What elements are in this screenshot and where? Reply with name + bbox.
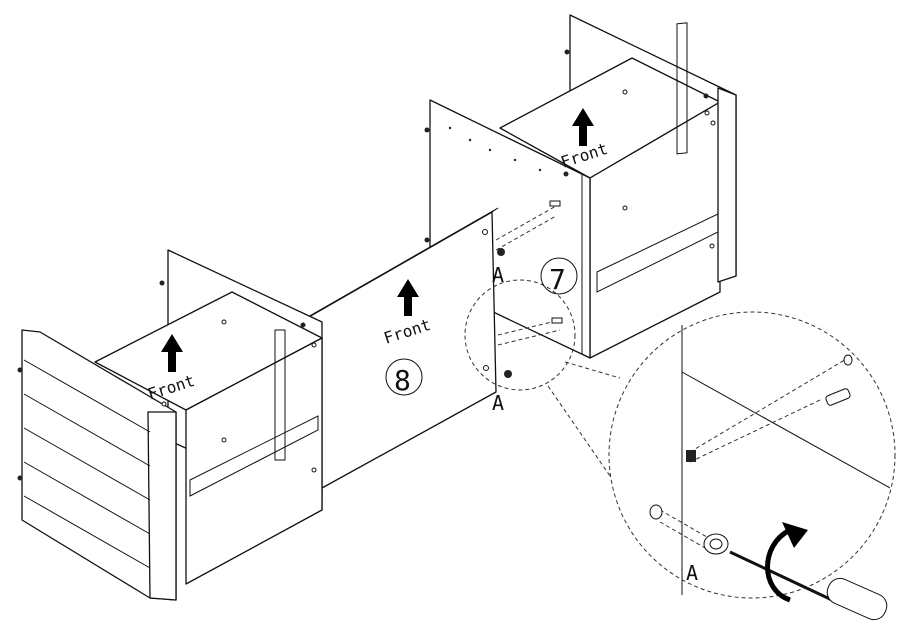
- left-drawer-slide: [274, 329, 286, 461]
- dowel-icon: [549, 200, 563, 324]
- zoom-source-circle: [464, 279, 576, 391]
- screwdriver-icon: [729, 550, 888, 621]
- step-8-circle: [385, 358, 423, 396]
- rotate-arrow-icon: [765, 527, 792, 603]
- cam-lock-icon: [703, 533, 729, 555]
- up-arrow-icon: [161, 334, 183, 372]
- step-7-number: 7: [549, 263, 566, 296]
- step-7-circle: [540, 257, 578, 295]
- right-drawer-slide: [676, 22, 688, 155]
- left-cabinet: [94, 249, 323, 585]
- detail-view: [608, 311, 896, 621]
- step-8-number: 8: [394, 364, 411, 397]
- detail-circle: [608, 311, 896, 599]
- cam-lock-icon: [497, 248, 512, 378]
- right-cabinet: [499, 14, 737, 359]
- dowel-icon: [686, 388, 851, 462]
- part-a-upper: A: [492, 263, 504, 287]
- back-panel: [299, 207, 499, 489]
- part-a-detail: A: [686, 561, 698, 585]
- left-end-panel: [17, 329, 177, 601]
- up-arrow-icon: [572, 108, 594, 146]
- hardware-guides: [495, 200, 563, 378]
- up-arrow-icon: [397, 279, 419, 316]
- part-a-lower: A: [492, 391, 504, 415]
